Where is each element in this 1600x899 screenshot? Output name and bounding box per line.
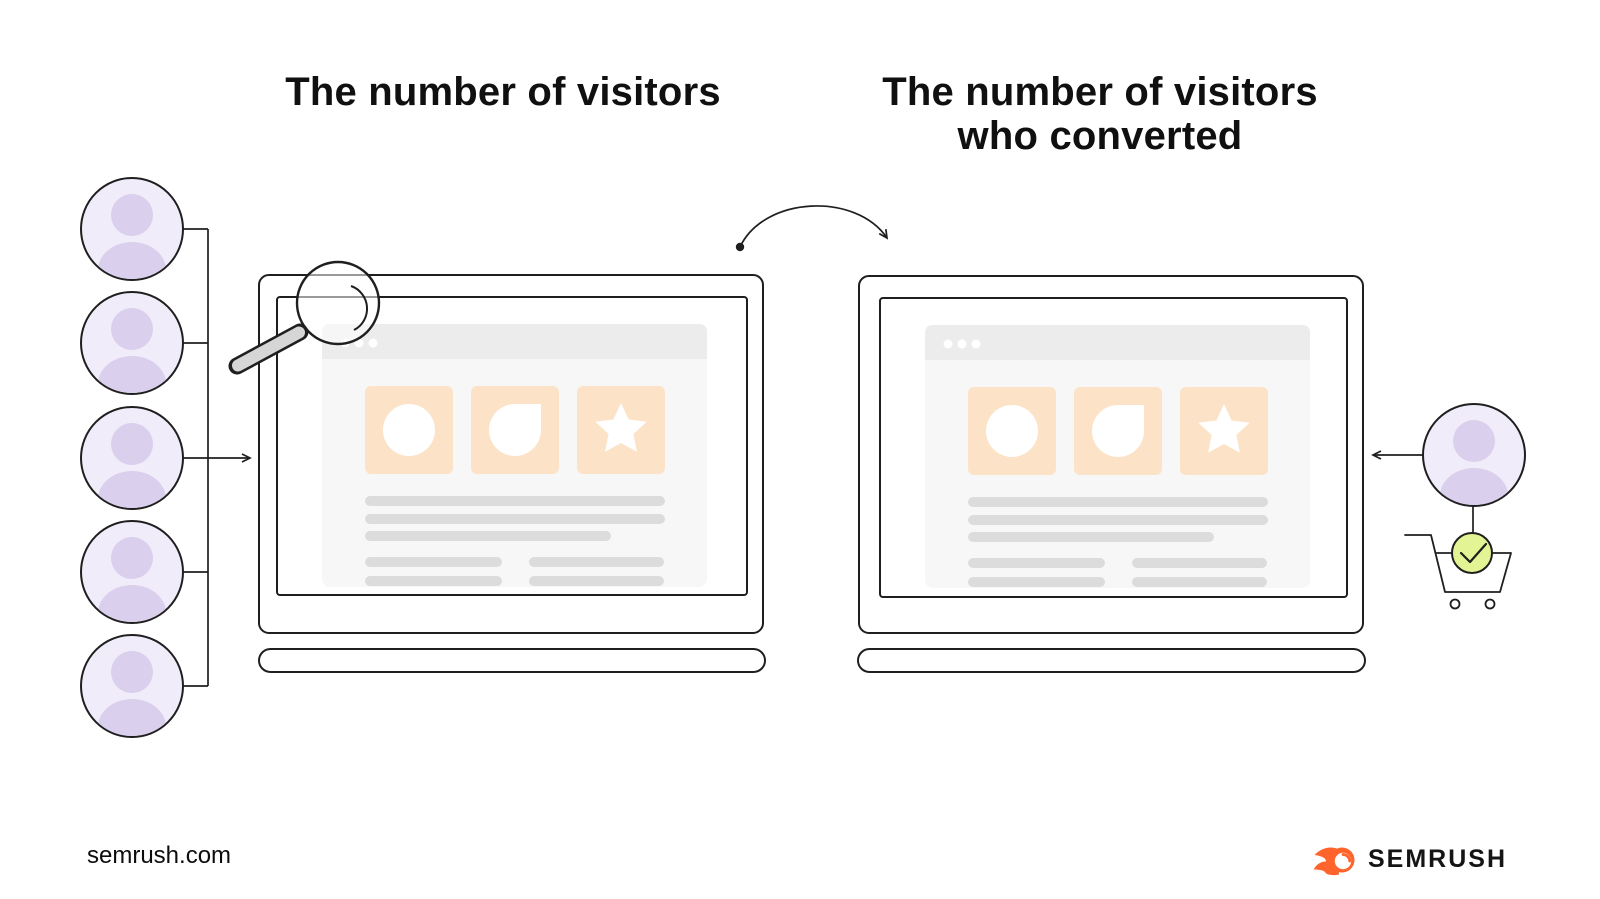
right-laptop <box>857 275 1366 673</box>
left-laptop <box>258 274 766 673</box>
right-section-title: The number of visitors who converted <box>882 70 1318 158</box>
check-circle-icon <box>1451 532 1493 574</box>
visitor-avatar <box>81 178 183 298</box>
left-section-title: The number of visitors <box>285 70 721 114</box>
right-title-line-2: who converted <box>957 114 1243 158</box>
magnifying-glass-icon <box>228 260 381 375</box>
visitor-avatar <box>81 292 183 412</box>
curved-arrow <box>735 205 889 252</box>
visitor-avatar <box>81 407 183 527</box>
right-browser-window <box>925 325 1310 588</box>
visitors-group <box>81 178 252 755</box>
converted-visitor <box>1371 404 1525 610</box>
right-title-line-1: The number of visitors <box>882 70 1318 114</box>
visitor-avatar <box>81 635 183 755</box>
converted-avatar <box>1423 404 1525 524</box>
visitor-avatar <box>81 521 183 641</box>
laptop-base <box>258 648 766 673</box>
semrush-logo-icon <box>1313 847 1355 876</box>
laptop-base <box>857 648 1366 673</box>
website-credit: semrush.com <box>87 842 232 869</box>
brand-wordmark: SEMRUSH <box>1368 845 1508 873</box>
left-browser-window <box>322 324 707 587</box>
lens-reflection <box>350 285 368 331</box>
